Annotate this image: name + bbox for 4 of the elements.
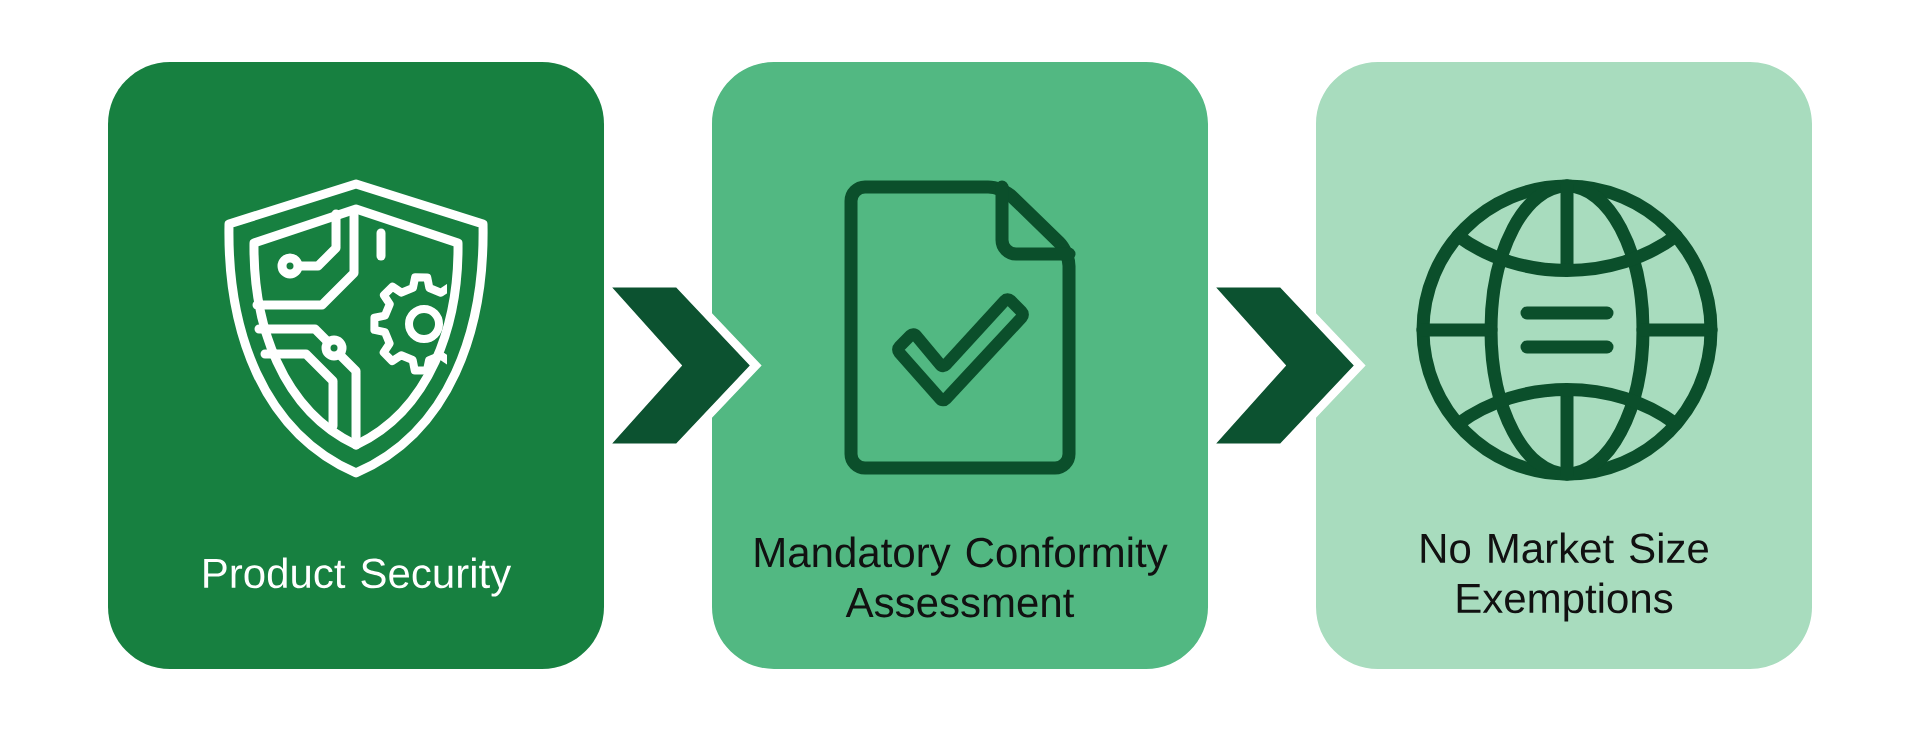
chevron-arrow	[612, 287, 750, 444]
step-card: Mandatory Conformity Assessment	[712, 62, 1208, 669]
chevron-arrow	[1216, 287, 1354, 444]
step-card: Product Security	[108, 62, 604, 669]
